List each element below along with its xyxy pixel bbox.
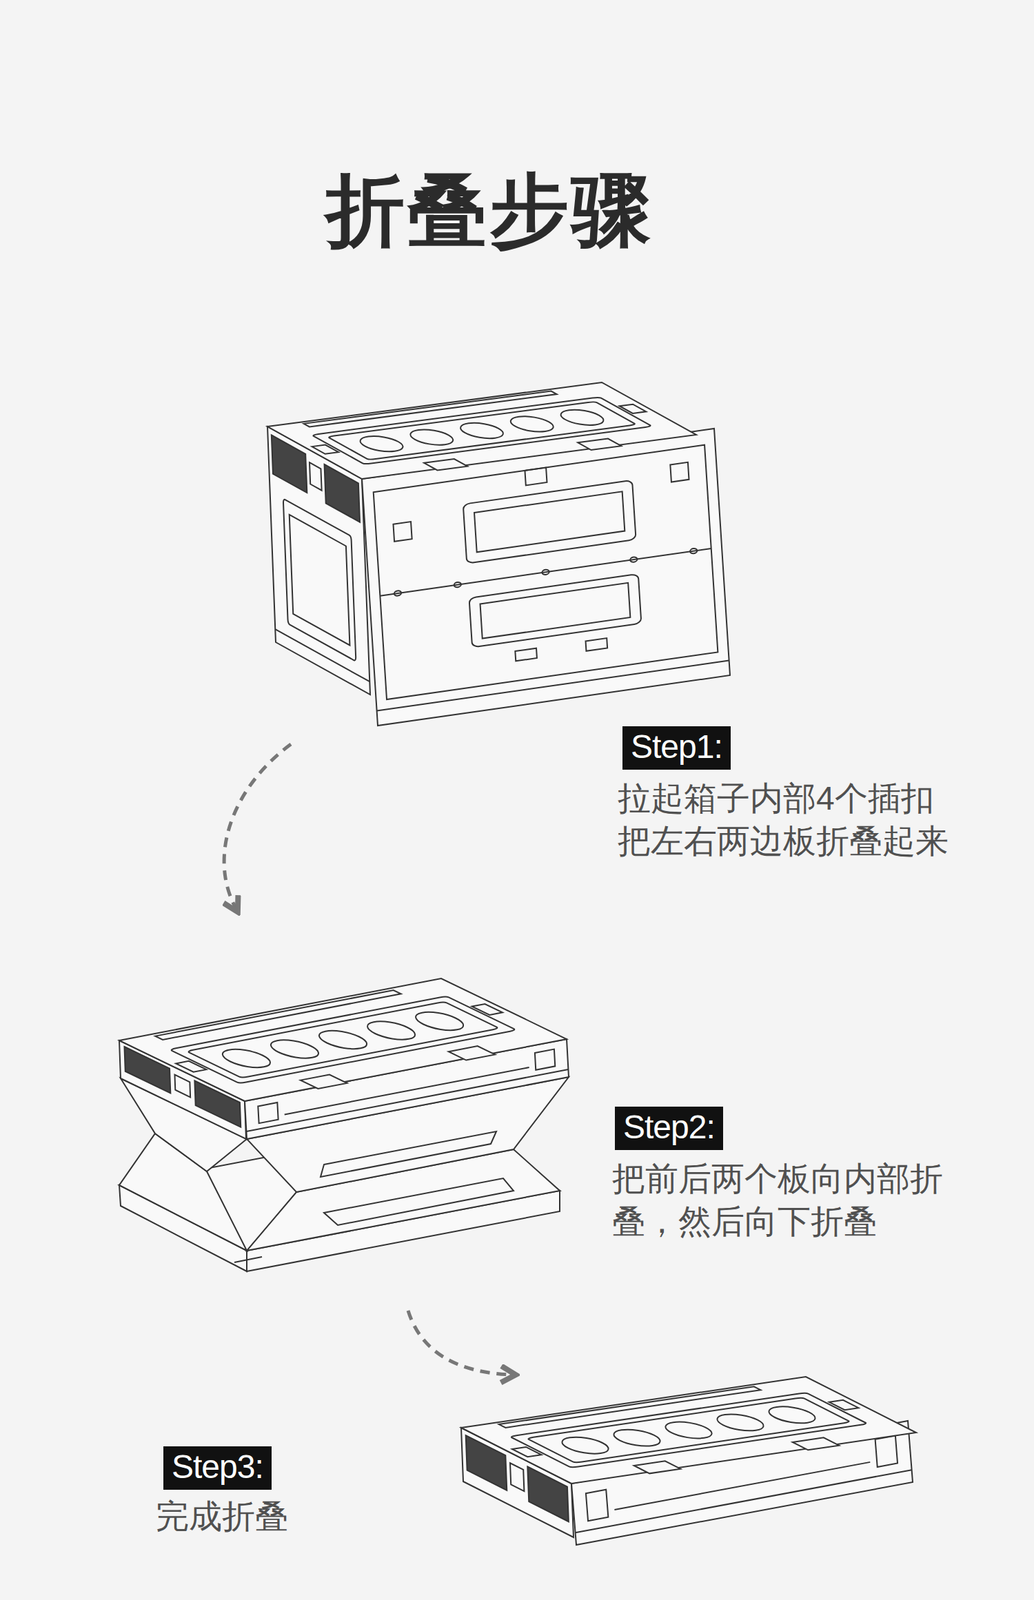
step-label: Step1: <box>630 728 723 766</box>
dashed-arrow <box>408 1311 512 1376</box>
page-title: 折叠步骤 <box>0 162 979 258</box>
step-label: Step2: <box>623 1109 715 1146</box>
box-unfolded <box>267 382 731 726</box>
step-badge: Step3: <box>163 1446 272 1491</box>
step-label: Step3: <box>171 1448 264 1486</box>
step-badge: Step2: <box>614 1107 724 1151</box>
dashed-arrow <box>224 744 291 909</box>
step-badge: Step1: <box>622 726 731 770</box>
step-description: 把前后两个板向内部折 叠，然后向下折叠 <box>612 1158 950 1244</box>
step-description: 完成折叠 <box>155 1495 432 1539</box>
box-folded <box>461 1377 919 1546</box>
box-folding <box>119 978 570 1272</box>
step-description: 拉起箱子内部4个插扣 把左右两边板折叠起来 <box>617 777 956 864</box>
